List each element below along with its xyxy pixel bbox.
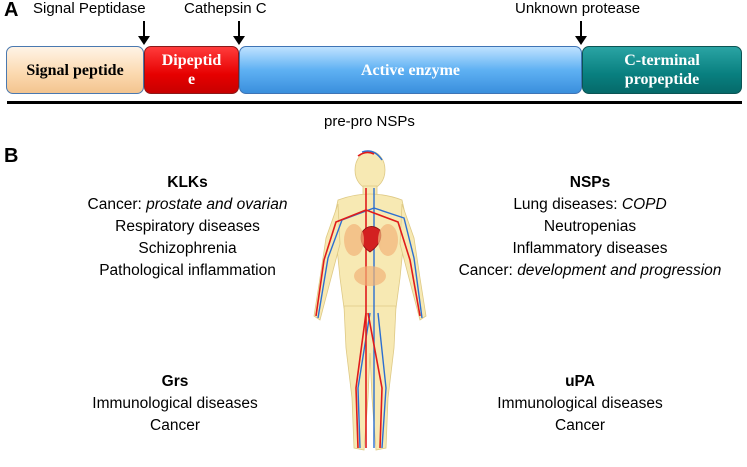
grs-block: Grs Immunological diseases Cancer: [70, 371, 280, 437]
unknown-protease-arrow: [575, 21, 587, 45]
klks-line-respiratory: Respiratory diseases: [115, 218, 260, 235]
body-silhouette: [313, 150, 427, 451]
klks-line-inflammation: Pathological inflammation: [99, 262, 276, 279]
precursor-baseline: [7, 101, 742, 104]
nsps-line-lung: Lung diseases: COPD: [513, 196, 667, 213]
pre-pro-nsps-caption: pre-pro NSPs: [324, 113, 415, 130]
nsps-heading: NSPs: [569, 174, 611, 191]
cathepsin-c-arrow: [233, 21, 245, 45]
panel-a-label: A: [4, 0, 19, 21]
nsps-line-inflammatory: Inflammatory diseases: [512, 240, 668, 257]
grs-line-immunological: Immunological diseases: [92, 395, 258, 412]
klks-block: KLKs Cancer: prostate and ovarian Respir…: [55, 172, 320, 282]
grs-line-cancer: Cancer: [150, 417, 200, 434]
klks-heading: KLKs: [167, 174, 208, 191]
dipeptide-text-line1: Dipeptid: [161, 52, 222, 69]
signal-peptide-segment: Signal peptide: [6, 46, 144, 94]
human-body-circulatory-illustration: [313, 150, 427, 451]
active-enzyme-text: Active enzyme: [360, 61, 461, 79]
active-enzyme-segment: Active enzyme: [239, 46, 582, 94]
upa-heading: uPA: [565, 373, 595, 390]
grs-heading: Grs: [161, 373, 189, 390]
klks-line-schizophrenia: Schizophrenia: [138, 240, 237, 257]
signal-peptidase-arrow: [138, 21, 150, 45]
signal-peptide-text: Signal peptide: [26, 61, 124, 79]
klks-line-cancer: Cancer: prostate and ovarian: [87, 196, 288, 213]
unknown-protease-label: Unknown protease: [515, 0, 641, 17]
c-terminal-text-line1: C-terminal: [624, 52, 700, 69]
cathepsin-c-label: Cathepsin C: [184, 0, 267, 17]
upa-line-immunological: Immunological diseases: [497, 395, 663, 412]
c-terminal-text-line2: propeptide: [624, 71, 700, 88]
c-terminal-propeptide-segment: C-terminal propeptide: [582, 46, 742, 94]
signal-peptidase-label: Signal Peptidase: [33, 0, 146, 17]
nsps-line-cancer: Cancer: development and progression: [458, 262, 722, 279]
panel-b-label: B: [4, 145, 19, 167]
organs: [344, 224, 398, 286]
nsps-block: NSPs Lung diseases: COPD Neutropenias In…: [445, 172, 735, 282]
dipeptide-segment: Dipeptid e: [144, 46, 239, 94]
upa-block: uPA Immunological diseases Cancer: [475, 371, 685, 437]
dipeptide-text-line2: e: [187, 71, 196, 88]
upa-line-cancer: Cancer: [555, 417, 605, 434]
nsps-line-neutropenias: Neutropenias: [543, 218, 637, 235]
